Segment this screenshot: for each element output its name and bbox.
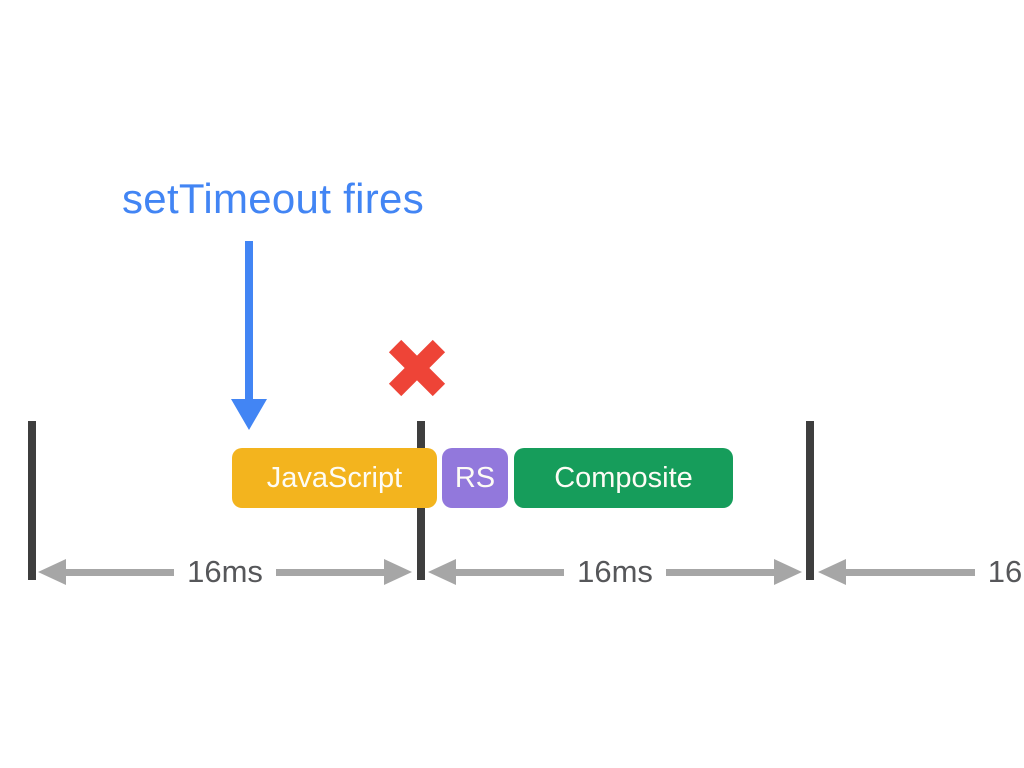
interval-arrow-frame-2: 16ms <box>428 554 802 589</box>
arrow-shaft <box>275 568 384 576</box>
arrow-head-left-icon <box>428 559 456 585</box>
frame-boundary-line <box>806 421 814 580</box>
arrow-head-right-icon <box>774 559 802 585</box>
task-block-composite: Composite <box>514 448 733 508</box>
dropped-frame-x-icon <box>388 339 446 397</box>
arrow-head-left-icon <box>38 559 66 585</box>
down-arrow-icon <box>231 241 267 430</box>
arrow-head-left-icon <box>818 559 846 585</box>
interval-duration-label: 16ms <box>187 554 263 589</box>
task-block-javascript: JavaScript <box>232 448 437 508</box>
task-block-label: JavaScript <box>266 461 403 494</box>
settimeout-fires-label: setTimeout fires <box>122 175 424 222</box>
interval-duration-label: 16ms <box>577 554 653 589</box>
interval-arrow-frame-3: 16 <box>818 554 1024 589</box>
task-block-rs: RS <box>442 448 508 508</box>
task-block-label: Composite <box>554 461 693 494</box>
interval-duration-label: 16 <box>987 554 1023 589</box>
arrow-shaft <box>846 568 975 576</box>
arrow-head-right-icon <box>384 559 412 585</box>
task-block-label: RS <box>454 461 496 494</box>
interval-arrow-frame-1: 16ms <box>38 554 412 589</box>
arrow-shaft <box>665 568 774 576</box>
arrow-shaft <box>456 568 565 576</box>
arrow-shaft <box>66 568 175 576</box>
frame-boundary-line <box>28 421 36 580</box>
